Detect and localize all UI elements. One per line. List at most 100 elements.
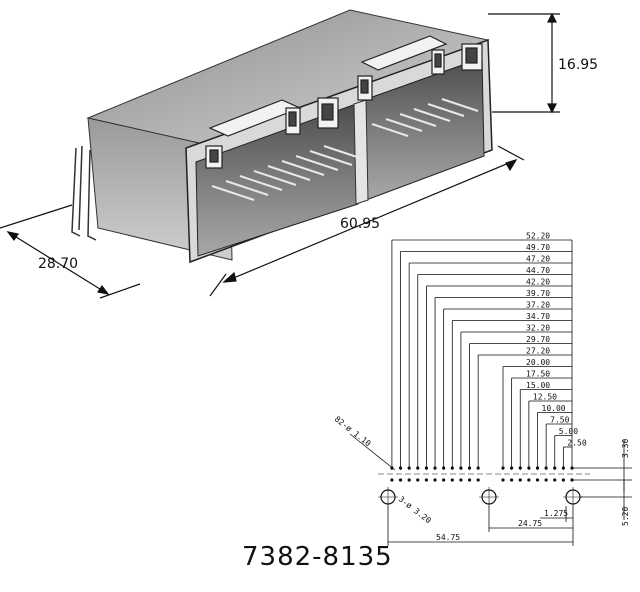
pin-footprint xyxy=(378,466,590,482)
cavity-pin xyxy=(427,103,465,117)
side-pins xyxy=(71,145,97,241)
pin-hole xyxy=(459,478,463,482)
pin-hole xyxy=(467,466,472,470)
pin-hole xyxy=(527,478,531,482)
pin-dimension-label: 47.20 xyxy=(526,255,550,264)
pin-hole xyxy=(407,466,411,470)
mounting-hole-label: 3-ø 3.20 xyxy=(397,494,433,525)
pin-dimension-label: 34.70 xyxy=(526,312,550,321)
pin-hole xyxy=(450,478,454,482)
cavity-pin xyxy=(267,165,311,181)
pin-hole xyxy=(390,478,394,482)
pin-position-dimensions: 52.20 49.70 47.20 44.70 42.20 39.70 37.20 34.70… xyxy=(391,232,587,470)
pin-hole xyxy=(450,466,454,470)
pin-hole xyxy=(424,478,429,482)
pin-hole xyxy=(416,466,420,470)
cavity-pin xyxy=(399,113,437,127)
pin-hole xyxy=(442,466,446,470)
cavity-pin xyxy=(281,160,325,176)
pin-hole xyxy=(433,466,437,470)
bottom-dimensions xyxy=(387,506,574,546)
pin-hole xyxy=(544,466,548,470)
pin-dimension-label: 27.20 xyxy=(526,347,550,356)
pin-dimension-label: 49.70 xyxy=(526,243,550,252)
pin-hole xyxy=(535,466,540,470)
pin-hole xyxy=(407,478,411,482)
row-pitch-label: 3.30 xyxy=(621,439,630,458)
dimension-depth xyxy=(0,204,141,299)
pin-hole xyxy=(527,466,531,470)
pin-hole xyxy=(510,466,514,470)
cavity-pin xyxy=(239,175,283,191)
pin-dimension-label: 39.70 xyxy=(526,289,550,298)
cavity-pins xyxy=(211,98,479,201)
hole-offset-label: 5.20 xyxy=(621,507,630,526)
pin-dimension-label: 44.70 xyxy=(526,266,550,275)
pin-hole xyxy=(518,466,522,470)
pin-hole xyxy=(561,478,565,482)
depth-dimension-label: 28.70 xyxy=(38,256,78,272)
cavity-pin xyxy=(295,155,339,171)
cavity-pin xyxy=(441,98,479,112)
cavity-pin xyxy=(309,150,353,166)
cavity-left xyxy=(195,103,359,257)
pin-dimension-label: 37.20 xyxy=(526,301,550,310)
pin-hole xyxy=(501,466,505,470)
pin-hole xyxy=(442,478,446,482)
cavity-pin xyxy=(323,145,367,161)
center-divider xyxy=(353,99,369,205)
pin-hole xyxy=(476,466,480,470)
pin-hole xyxy=(424,466,429,470)
pin-hole xyxy=(459,466,463,470)
pin-hole xyxy=(398,466,403,470)
pin-hole xyxy=(467,478,472,482)
cavity-pin xyxy=(371,123,409,137)
dimension-height xyxy=(488,12,560,114)
pin-dimension-label: 42.20 xyxy=(526,278,550,287)
part-number: 7382-8135 xyxy=(242,542,393,572)
height-dimension-label: 16.95 xyxy=(558,57,598,73)
pin-hole xyxy=(518,478,522,482)
cavity-pin xyxy=(413,108,451,122)
pin-hole xyxy=(398,478,403,482)
pin-label-leader xyxy=(349,433,396,471)
pin-dimension-label: 17.50 xyxy=(526,370,550,379)
pin-hole xyxy=(501,478,505,482)
pin-hole xyxy=(510,478,514,482)
pin-hole xyxy=(433,478,437,482)
mid-dimension-label: 24.75 xyxy=(518,519,542,528)
mounting-holes xyxy=(378,487,583,507)
pin-hole xyxy=(416,478,420,482)
pin-hole xyxy=(553,466,557,470)
pin-dimension-label: 15.00 xyxy=(526,381,550,390)
hole-offset-dimension xyxy=(580,480,632,520)
pin-hole xyxy=(535,478,540,482)
pin-dimension-label: 10.00 xyxy=(542,404,566,413)
latch-left xyxy=(205,97,339,169)
cavity-pin xyxy=(253,170,297,186)
pin-dimension-label: 5.00 xyxy=(559,427,578,436)
pin-dimension-label: 2.50 xyxy=(567,439,586,448)
pin-dimension-label: 29.70 xyxy=(526,335,550,344)
pin-hole xyxy=(561,466,565,470)
cavity-pin xyxy=(211,185,255,201)
pin-dimension-label: 12.50 xyxy=(533,393,557,402)
cavity-pin xyxy=(385,118,423,132)
pin-hole xyxy=(544,478,548,482)
dimension-length xyxy=(209,145,525,297)
cavity-pin xyxy=(225,180,269,196)
pin-dimension-label: 7.50 xyxy=(550,416,569,425)
full-dimension-label: 54.75 xyxy=(436,533,460,542)
pin-hole xyxy=(476,478,480,482)
latch-right xyxy=(357,35,483,101)
length-dimension-label: 60.95 xyxy=(340,216,380,232)
offset-dimension-label: 1.275 xyxy=(544,509,568,518)
pin-dimension-label: 20.00 xyxy=(526,358,550,367)
pin-hole-label: 82-ø 1.10 xyxy=(333,414,373,448)
pin-dimension-label: 52.20 xyxy=(526,232,550,241)
pin-dimension-label: 32.20 xyxy=(526,324,550,333)
pin-hole xyxy=(553,478,557,482)
connector-housing xyxy=(71,9,493,264)
